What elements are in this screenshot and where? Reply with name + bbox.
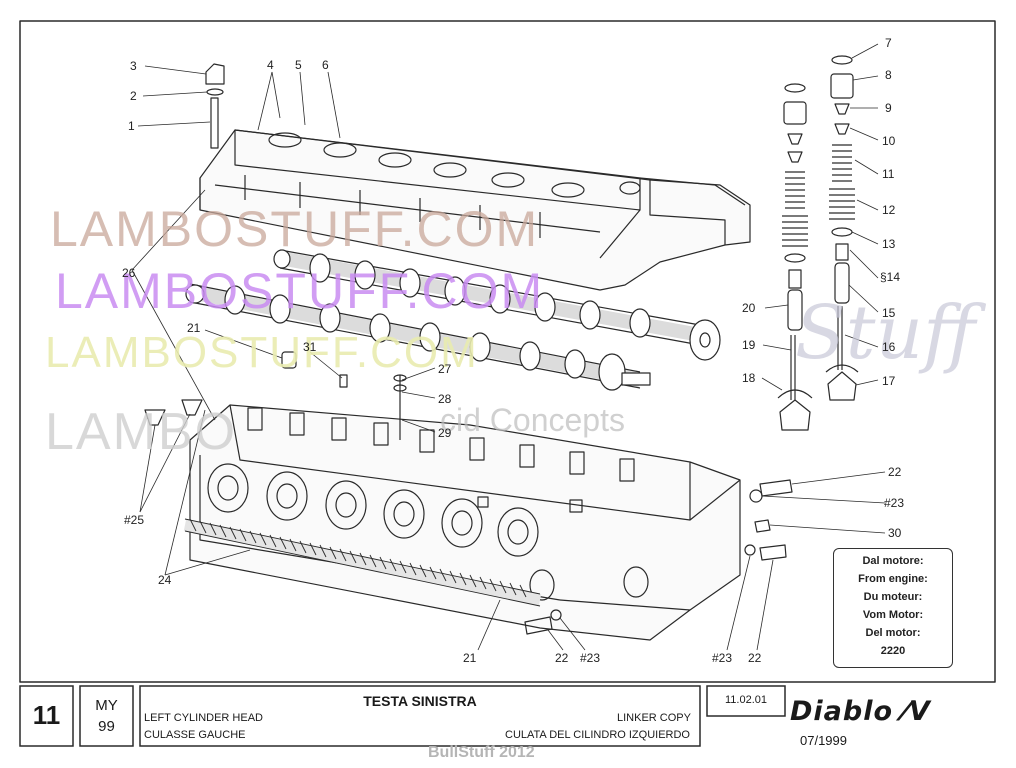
part-label-22-right: 22: [888, 465, 902, 479]
footer-watermark: BullStuff 2012: [428, 744, 535, 761]
engine-box-line-es: Del motor:: [865, 627, 921, 639]
stud-bolt: [205, 63, 225, 149]
title-german: LINKER COPY: [617, 712, 691, 724]
part-label-22-lower: 22: [748, 651, 762, 665]
part-label-21-bottom: 21: [463, 651, 477, 665]
engine-box-number: 2220: [880, 645, 906, 657]
title-english: LEFT CYLINDER HEAD: [144, 712, 263, 724]
model-year-value: 99: [98, 718, 115, 735]
upper-camshaft: [273, 249, 721, 361]
part-label-22-bottom: 22: [555, 651, 569, 665]
part-label-30: 30: [888, 526, 902, 540]
engine-number-box: Dal motore: From engine: Du moteur: Vom …: [833, 548, 953, 668]
engine-box-line-fr: Du moteur:: [863, 591, 923, 603]
part-label-1: 1: [128, 119, 135, 133]
part-label-25: #25: [124, 513, 145, 527]
cylinder-head: [189, 404, 741, 641]
cam-cover: [199, 129, 751, 291]
part-label-28: 28: [438, 392, 452, 406]
part-label-15: 15: [882, 306, 896, 320]
part-label-20: 20: [742, 301, 756, 315]
part-label-4: 4: [267, 58, 274, 72]
part-label-10: 10: [882, 134, 896, 148]
small-parts: [144, 351, 793, 635]
model-year-label: MY: [95, 697, 118, 714]
part-label-31: 31: [303, 340, 317, 354]
drawing-frame: [19, 20, 996, 683]
part-label-7: 7: [885, 36, 892, 50]
part-label-18: 18: [742, 371, 756, 385]
part-label-13: 13: [882, 237, 896, 251]
title-french: CULASSE GAUCHE: [144, 729, 246, 741]
part-label-24: 24: [158, 573, 172, 587]
issue-date: 07/1999: [800, 733, 847, 748]
title-italian: TESTA SINISTRA: [363, 693, 477, 709]
lower-camshaft: [185, 283, 651, 391]
part-label-27: 27: [438, 362, 452, 376]
title-block-frame: [19, 685, 786, 747]
part-label-2: 2: [130, 89, 137, 103]
title-spanish: CULATA DEL CILINDRO IZQUIERDO: [505, 729, 690, 741]
part-label-11: 11: [882, 167, 895, 181]
part-label-19: 19: [742, 338, 756, 352]
part-label-16: 16: [882, 340, 896, 354]
engine-box-line-en: From engine:: [858, 573, 928, 585]
part-label-23-right: #23: [884, 496, 905, 510]
part-label-21-top: 21: [187, 321, 201, 335]
part-label-17: 17: [882, 374, 896, 388]
reference-code: 11.02.01: [724, 694, 767, 706]
leader-lines: [131, 43, 886, 651]
part-label-5: 5: [295, 58, 302, 72]
part-label-23-bottom: #23: [580, 651, 601, 665]
part-label-6: 6: [322, 58, 329, 72]
engine-box-line-de: Vom Motor:: [862, 609, 924, 621]
intake-gasket-strip: [183, 518, 542, 607]
part-label-14: §14: [880, 270, 901, 284]
valve-stack-right: [825, 55, 859, 401]
valve-stack-left: [777, 83, 813, 431]
part-label-3: 3: [130, 59, 137, 73]
part-label-26: 26: [122, 266, 136, 280]
part-label-9: 9: [885, 101, 892, 115]
page-number: 11: [32, 700, 61, 730]
part-label-12: 12: [882, 203, 896, 217]
part-label-8: 8: [885, 68, 892, 82]
part-label-23-lower: #23: [712, 651, 733, 665]
engine-box-line-it: Dal motore:: [862, 555, 924, 567]
part-label-29: 29: [438, 426, 452, 440]
model-logo-diablo: Diablo ⁄V: [790, 696, 931, 727]
